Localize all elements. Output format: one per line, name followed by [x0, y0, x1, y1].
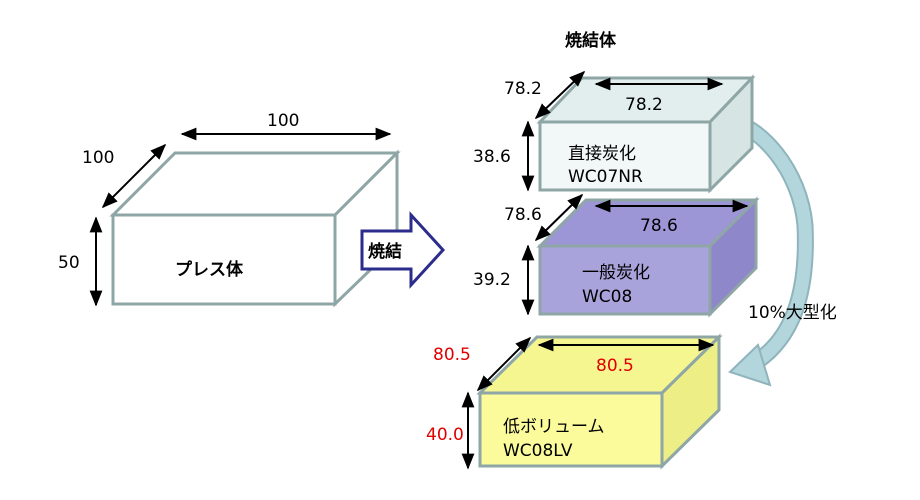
box-lowvolume-depth: 80.5: [433, 345, 471, 365]
box-lowvolume-code: WC08LV: [503, 441, 573, 461]
box-direct-code: WC07NR: [568, 167, 643, 187]
box-general-height: 39.2: [473, 270, 511, 290]
box-direct-depth: 78.2: [504, 79, 542, 99]
box-lowvolume-depth-arrow: [476, 336, 532, 392]
sinter-process-arrow: [360, 211, 446, 289]
box-direct-depth-arrow: [534, 70, 586, 120]
box-lowvolume-width: 80.5: [596, 356, 634, 376]
box-direct-name: 直接炭化: [568, 144, 636, 164]
box-direct-height: 38.6: [473, 147, 511, 167]
scale-arrow-body: [725, 113, 812, 376]
box-general-code: WC08: [582, 287, 632, 307]
box-lowvolume-name: 低ボリューム: [503, 417, 605, 437]
box-general-name: 一般炭化: [582, 263, 650, 283]
box-general-depth-arrow: [534, 193, 584, 242]
box-direct: [536, 74, 756, 194]
box-general-depth: 78.6: [504, 205, 542, 225]
box-lowvolume-height: 40.0: [426, 425, 464, 445]
press-body-box: [109, 149, 401, 308]
press-width-label: 100: [267, 111, 299, 131]
box-general: [536, 196, 760, 318]
scale-arrow-head: [728, 343, 772, 387]
press-depth-arrow: [101, 143, 167, 209]
press-height-label: 50: [58, 253, 80, 273]
scale-note: 10%大型化: [748, 303, 837, 323]
box-general-width: 78.6: [640, 216, 678, 236]
press-depth-label: 100: [82, 148, 114, 168]
sintered-title: 焼結体: [565, 30, 617, 51]
sinter-process-label: 焼結: [368, 241, 402, 262]
box-direct-width: 78.2: [625, 95, 663, 115]
press-body-label: プレス体: [175, 259, 244, 280]
